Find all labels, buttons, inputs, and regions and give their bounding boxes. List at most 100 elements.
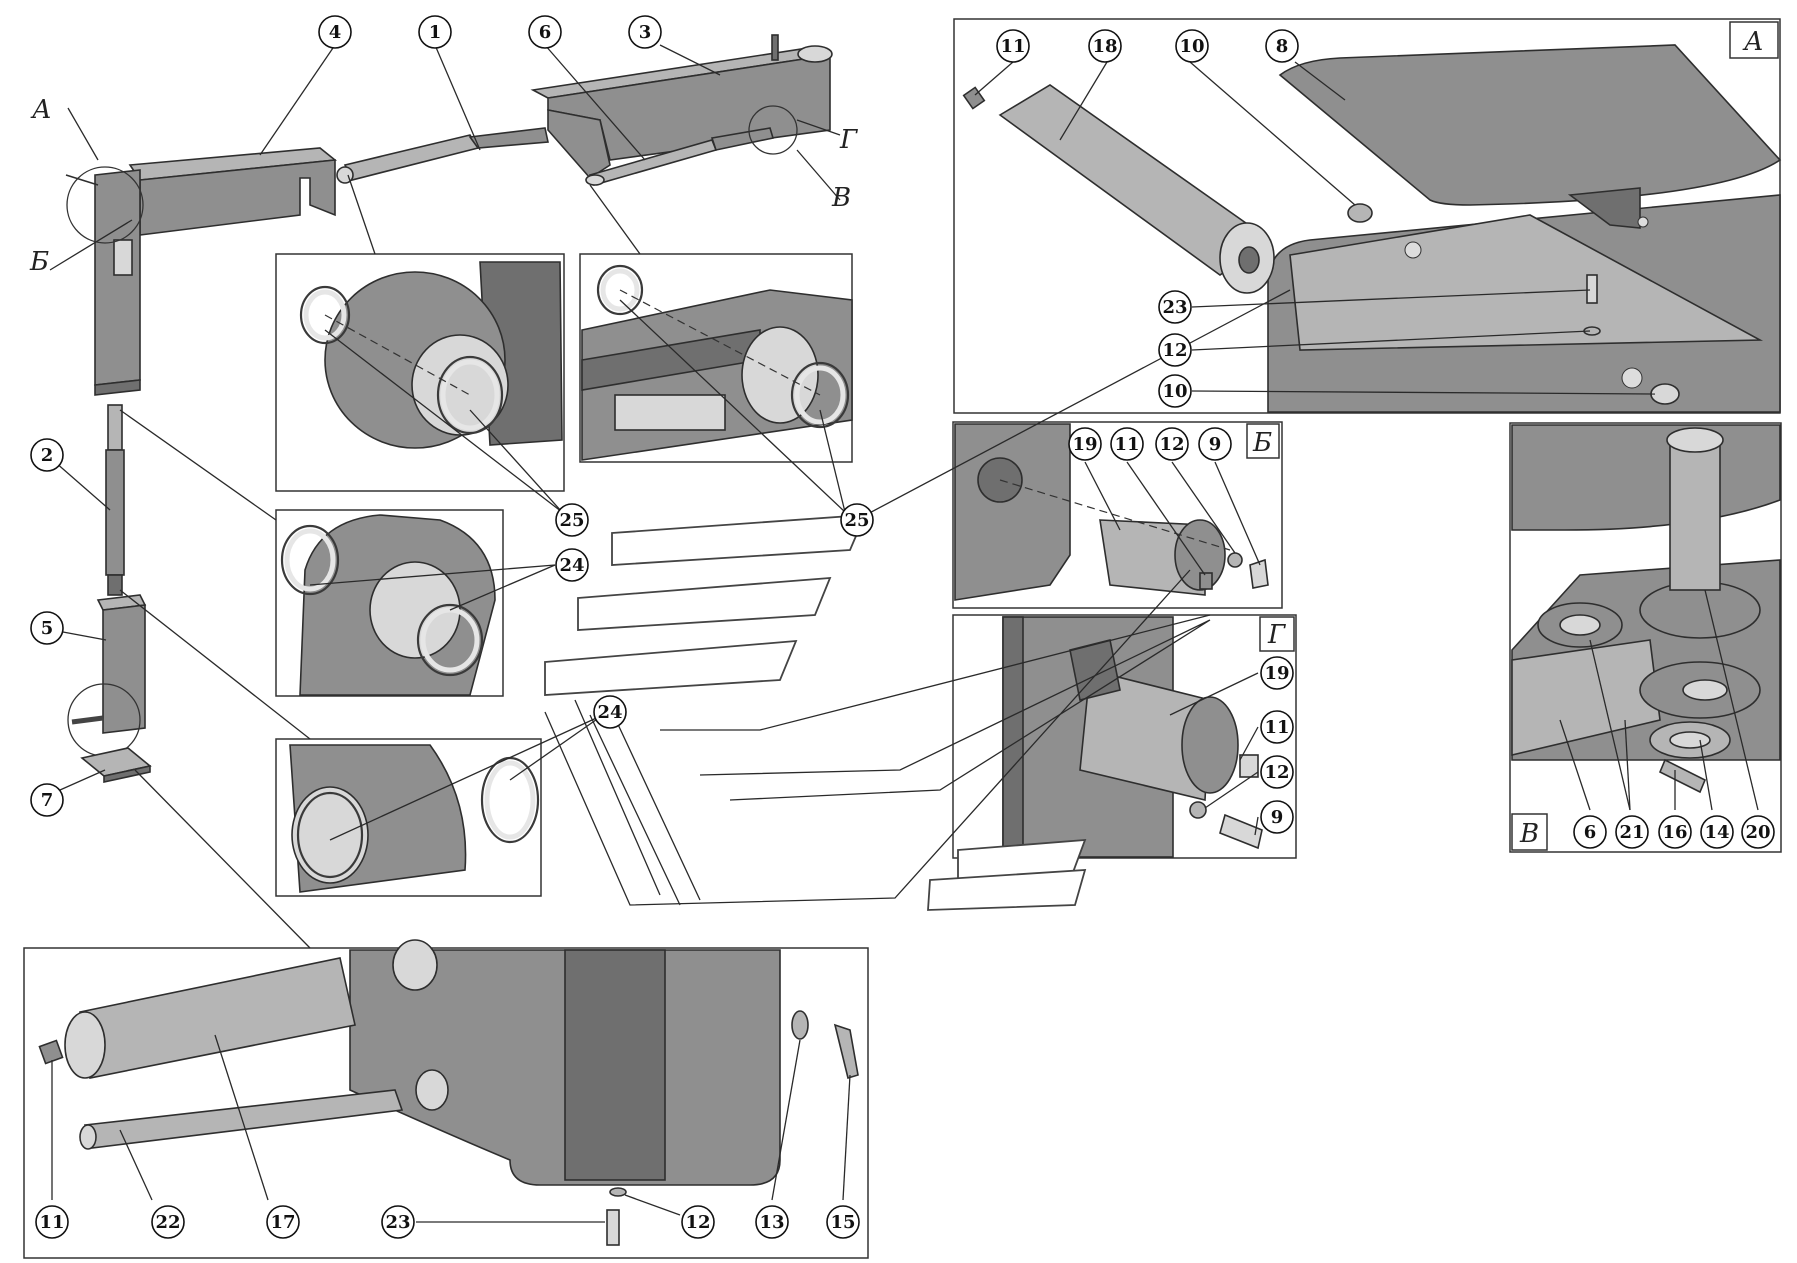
v-washer-14-hole: [1669, 731, 1711, 749]
callout-12-G: 12: [1260, 755, 1294, 789]
callout-circle: [35, 1205, 69, 1239]
leader-6: [544, 44, 646, 161]
d6-ring-back: [596, 264, 644, 316]
leader-letter-a: [67, 107, 99, 161]
pin-block-hole-lower: [415, 1069, 449, 1111]
detail-a-circle: [66, 166, 144, 244]
leader-8-a: [1294, 61, 1346, 101]
g-pin-19-end: [1181, 696, 1239, 794]
callout-number: 5: [41, 618, 54, 639]
leader-22-bot: [119, 1129, 153, 1201]
callout-14-V: 14: [1700, 815, 1734, 849]
callout-number: 24: [597, 702, 622, 723]
callout-circle: [555, 548, 589, 582]
d6-bar: [614, 394, 726, 431]
leader-21-v2: [1624, 719, 1631, 811]
a-bracket-hole: [1637, 216, 1649, 228]
washer-12-bot: [609, 1187, 627, 1197]
leader-6-v: [1559, 719, 1591, 811]
callout-11-A: 11: [996, 29, 1030, 63]
main-assembly: [65, 34, 833, 783]
g-bolt-9: [1219, 813, 1263, 850]
leader-10-a1: [1189, 61, 1356, 206]
callout-1-main: 1: [418, 15, 452, 49]
post-column: [94, 169, 141, 386]
callout-circle: [1615, 815, 1649, 849]
d6-ring-front-inner: [794, 365, 846, 425]
callout-number: 9: [1209, 434, 1222, 455]
cylinder-2-lower: [107, 574, 123, 596]
leader-10-a2: [1191, 390, 1656, 395]
callout-5-main: 5: [30, 611, 64, 645]
v-pin-20: [1669, 439, 1721, 591]
callout-circle: [1573, 815, 1607, 849]
callout-circle: [30, 611, 64, 645]
pin-10-lower: [1650, 383, 1680, 405]
callout-number: 16: [1662, 822, 1687, 843]
plate-8: [1278, 44, 1782, 206]
leader-7: [59, 769, 106, 791]
d6-ring-front: [790, 361, 850, 429]
callout-circle: [1260, 656, 1294, 690]
callout-circle: [1158, 333, 1192, 367]
plate-3: [544, 639, 798, 696]
callout-circle: [1155, 427, 1189, 461]
callout-21-V: 21: [1615, 815, 1649, 849]
callout-circle: [1260, 800, 1294, 834]
pad-7-edge: [103, 765, 151, 783]
leader-4: [259, 44, 336, 156]
leader-14-v: [1699, 739, 1713, 811]
callout-circle: [266, 1205, 300, 1239]
callout-circle: [1088, 29, 1122, 63]
cylinder-6-eye: [585, 174, 605, 186]
leader-17-bot: [214, 1034, 269, 1201]
callout-circle: [996, 29, 1030, 63]
callout-circle: [1658, 815, 1692, 849]
leader-13-bot: [771, 1039, 801, 1201]
callout-number: 3: [639, 22, 652, 43]
d2b-bore: [291, 786, 369, 884]
d2t-ring-front: [416, 603, 484, 677]
callout-circle: [1158, 290, 1192, 324]
callout-3-main: 3: [628, 15, 662, 49]
d6-ring-back-inner: [600, 268, 640, 312]
callout-circle: [826, 1205, 860, 1239]
b-bolt-9: [1249, 558, 1269, 589]
callout-16-V: 16: [1658, 815, 1692, 849]
callout-circle: [1260, 755, 1294, 789]
callout-4-main: 4: [318, 15, 352, 49]
leader-23-a: [1191, 289, 1591, 308]
hatch-plates: [544, 513, 1211, 911]
view-letter-v-frame: В: [1519, 819, 1539, 849]
leader-24-b2: [509, 714, 604, 781]
callout-number: 6: [1584, 822, 1597, 843]
pin-17-end: [64, 1011, 106, 1079]
boom-3-bore: [797, 45, 833, 63]
g-pin-19: [1079, 668, 1211, 802]
view-g-content: [1002, 616, 1295, 858]
callout-11-bot: 11: [35, 1205, 69, 1239]
callout-circle: [593, 695, 627, 729]
callout-number: 11: [39, 1212, 64, 1233]
callout-number: 2: [41, 445, 54, 466]
hydraulic-cylinder-1: [336, 127, 549, 184]
v-cotter-16: [1658, 758, 1707, 794]
post-window: [113, 239, 133, 276]
callout-18-A: 18: [1088, 29, 1122, 63]
callout-number: 25: [844, 510, 869, 531]
leader-20-v: [1704, 589, 1759, 811]
leader-11-a: [974, 61, 1014, 96]
callout-11-B: 11: [1110, 427, 1144, 461]
cylinder-1-rod: [468, 127, 549, 149]
leader-12-b: [1171, 461, 1236, 554]
d2b-ring-back-inner: [484, 760, 536, 840]
g-washer-12: [1189, 801, 1207, 819]
v-pin-20-head: [1666, 427, 1724, 453]
pin-18-hole: [1238, 246, 1260, 274]
callout-circle: [1175, 29, 1209, 63]
v-arm-6: [1511, 639, 1661, 757]
callout-circle: [418, 15, 452, 49]
leader-24-a1: [309, 564, 556, 586]
leader-24-b1: [329, 714, 604, 841]
d2t-ring-back-inner: [284, 528, 336, 592]
